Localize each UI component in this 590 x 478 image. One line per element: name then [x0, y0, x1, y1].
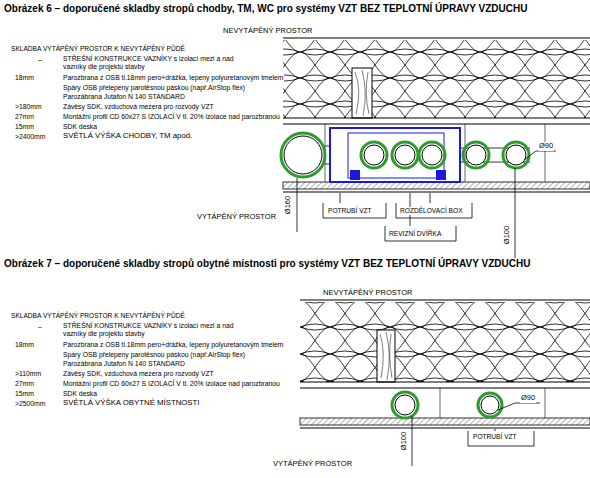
layer-text: Montážní profil CD 60x27 S IZOLACÍ V tl.…: [62, 113, 281, 121]
part-label: POTRUBÍ VZT: [472, 433, 518, 441]
part-label: ROZDĚLOVACÍ BOX: [399, 207, 464, 215]
dimension-label: Ø90: [538, 142, 554, 151]
figure-6-section: [281, 38, 590, 258]
layer-thickness: >180mm: [14, 103, 43, 111]
layer-text: STŘEŠNÍ KONSTRUKCE VAZNÍKY s izolací mez…: [62, 322, 250, 338]
layer-text: Parozábrana Jutafon N 140 STANDARD: [62, 93, 186, 101]
part-label: POTRUBÍ VZT: [327, 207, 373, 215]
layer-text: Spáry OSB přelepeny parotěsnou páskou (n…: [62, 84, 246, 92]
layer-thickness: 27mm: [14, 380, 35, 388]
layer-thickness: >110mm: [14, 370, 42, 378]
layer-text: Spáry OSB přelepeny parotěsnou páskou (n…: [62, 351, 246, 359]
layer-text: SDK deska: [62, 390, 98, 398]
dimension-label: Ø100: [503, 225, 512, 245]
layer-text: SDK deska: [62, 123, 98, 131]
table-heading: SKLADBA VYTÁPĚNÝ PROSTOR K NEVYTÁPĚNÝ PŮ…: [10, 45, 186, 53]
layer-thickness: 27mm: [14, 113, 35, 121]
space-label: NEVYTÁPĚNÝ PROSTOR: [222, 27, 313, 36]
layer-text: Parozábrana Jutafon N 140 STANDARD: [62, 360, 186, 368]
layer-text: STŘEŠNÍ KONSTRUKCE VAZNÍKY s izolací mez…: [62, 55, 250, 71]
layer-text: SVĚTLÁ VÝŠKA OBYTNÉ MÍSTNOSTI: [62, 399, 200, 408]
part-label: REVIZNÍ DVÍŘKA: [388, 230, 442, 238]
dimension-label: Ø160: [284, 195, 293, 215]
space-label: NEVYTÁPĚNÝ PROSTOR: [322, 289, 413, 298]
figure-title: Obrázek 7 – doporučené skladby stropů ob…: [4, 258, 530, 270]
layer-text: Montážní profil CD 60x27 S IZOLACÍ V tl.…: [62, 380, 281, 388]
figure-title: Obrázek 6 – doporučené skladby stropů ch…: [4, 3, 527, 15]
layer-thickness: 18mm: [14, 74, 35, 82]
layer-text: Parozbrana z OSB tl.18mm pero+drážka, le…: [62, 341, 284, 349]
layer-thickness: 15mm: [14, 390, 35, 398]
space-label: VYTÁPĚNÝ PROSTOR: [196, 213, 277, 222]
layer-text: Závěsy SDK, vzduchová mezera pro rozvody…: [62, 103, 215, 111]
layer-dash: –: [37, 323, 43, 331]
table-heading: SKLADBA VYTÁPĚNÝ PROSTOR K NEVYTÁPĚNÝ PŮ…: [10, 312, 186, 320]
layer-text: Závěsy SDK, vzduchová mezera pro rozvody…: [62, 370, 215, 378]
layer-thickness: >2500mm: [14, 400, 46, 408]
layer-dash: –: [37, 56, 43, 64]
dimension-label: Ø100: [400, 431, 409, 451]
space-label: VYTÁPĚNÝ PROSTOR: [272, 460, 353, 469]
layer-thickness: 15mm: [14, 123, 35, 131]
layer-thickness: 18mm: [14, 341, 35, 349]
layer-text: SVĚTLÁ VÝŠKA CHODBY, TM apod.: [62, 132, 193, 141]
layer-thickness: >2400mm: [14, 133, 46, 141]
dimension-label: Ø90: [520, 394, 536, 403]
layer-text: Parozbrana z OSB tl.18mm pero+drážka, le…: [62, 74, 284, 82]
figure-7-section: [300, 300, 590, 466]
